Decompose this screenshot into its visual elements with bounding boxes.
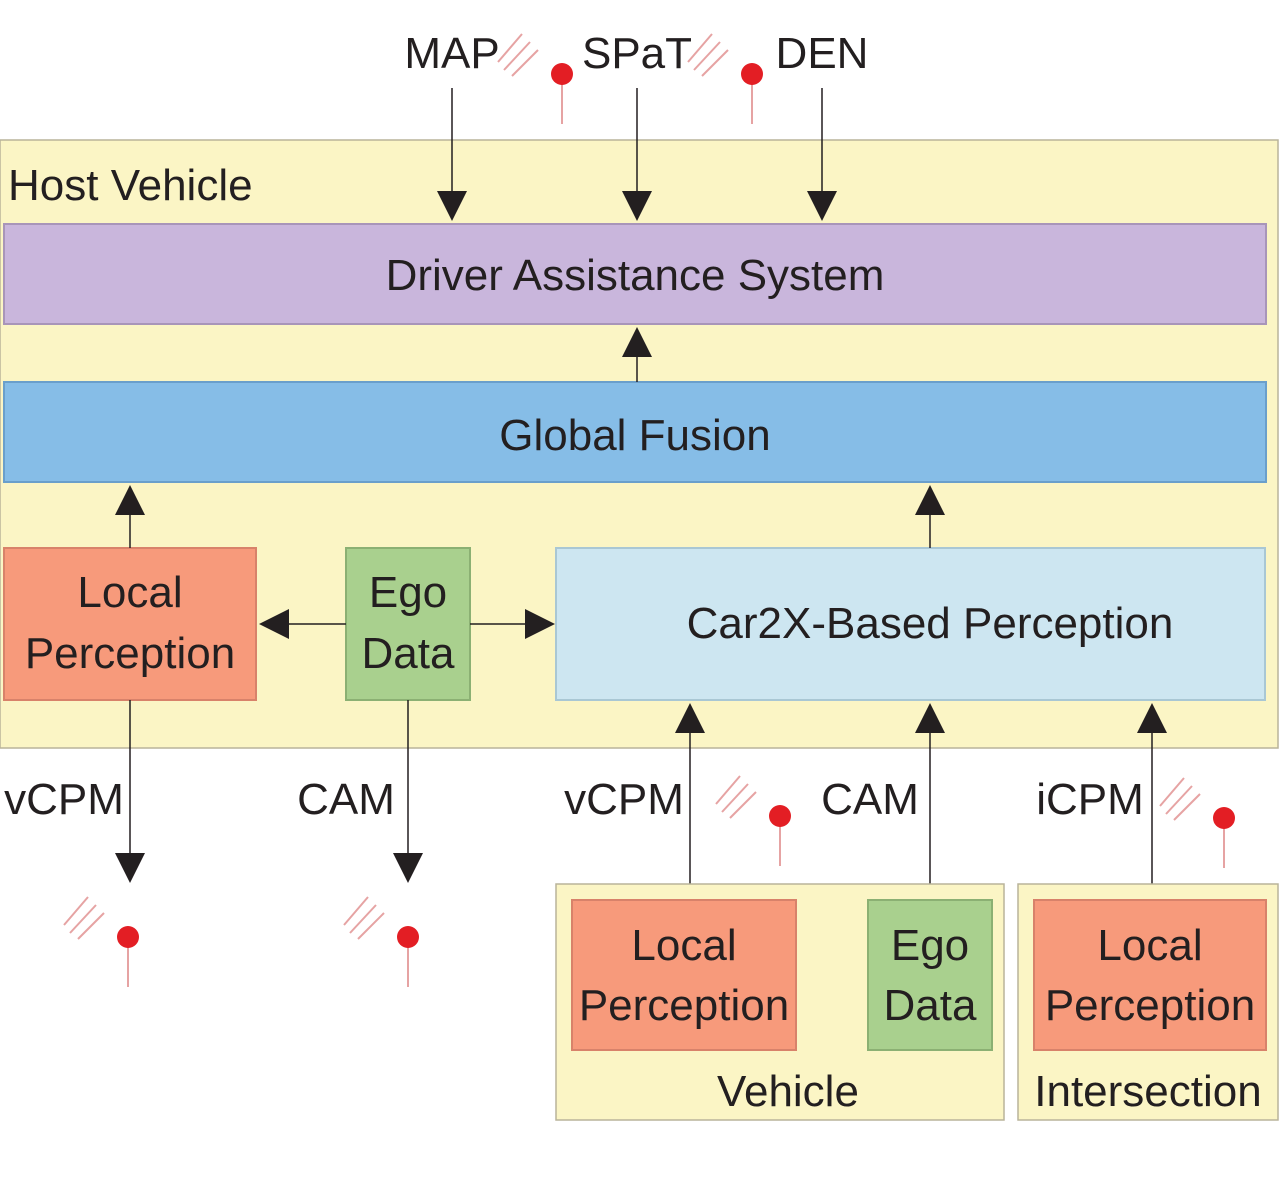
intersection-local-perception-line1: Local [1097,921,1202,970]
car2x-perception-label: Car2X-Based Perception [687,599,1174,648]
message-in-icpm-label: iCPM [1036,775,1144,824]
vehicle-ego-data-line1: Ego [891,921,969,970]
message-spat-label: SPaT [582,29,692,78]
intersection-title: Intersection [1034,1067,1261,1116]
host-local-perception-line2: Perception [25,629,235,678]
car2x-perception-box [555,547,1266,701]
message-in-cam-label: CAM [821,775,919,824]
global-fusion-box [3,381,1267,483]
antenna-icon [343,896,419,987]
message-out-vcpm-label: vCPM [4,775,124,824]
antenna-icon [497,33,573,124]
global-fusion-label: Global Fusion [499,411,770,460]
intersection-local-perception-box [1033,899,1267,1051]
message-map-label: MAP [404,29,499,78]
host-ego-data-line2: Data [362,629,455,678]
driver-assistance-system-label: Driver Assistance System [386,251,885,300]
antenna-icon [715,775,791,866]
antenna-icon [1159,777,1235,868]
antenna-icon [63,896,139,987]
vehicle-local-perception-line2: Perception [579,981,789,1030]
host-local-perception-line1: Local [77,568,182,617]
vehicle-title: Vehicle [717,1067,859,1116]
vehicle-ego-data-line2: Data [884,981,977,1030]
host-vehicle-title: Host Vehicle [8,161,253,210]
antenna-icon [687,33,763,124]
message-den-label: DEN [776,29,869,78]
host-local-perception-box [3,547,257,701]
vehicle-ego-data-box [867,899,993,1051]
host-ego-data-line1: Ego [369,568,447,617]
vehicle-local-perception-line1: Local [631,921,736,970]
vehicle-local-perception-box [571,899,797,1051]
intersection-local-perception-line2: Perception [1045,981,1255,1030]
message-out-cam-label: CAM [297,775,395,824]
message-in-vcpm-label: vCPM [564,775,684,824]
driver-assistance-system-box [3,223,1267,325]
